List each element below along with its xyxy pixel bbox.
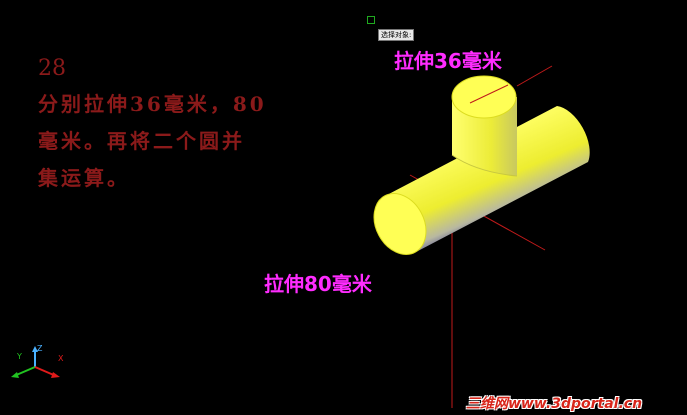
instruction-line-2: 毫米。再将二个圆并: [38, 129, 245, 153]
label-extrude-80mm: 拉伸80毫米: [264, 272, 372, 296]
ucs-z-label: Z: [37, 344, 43, 353]
ucs-y-label: Y: [16, 352, 22, 361]
vertical-cylinder-top-cap[interactable]: [451, 75, 517, 119]
y-axis-line-extension: [516, 65, 553, 87]
intersection-edge: [451, 154, 518, 177]
step-number: 28: [38, 56, 66, 81]
instruction-line-1: 分别拉伸36毫米，80: [38, 92, 267, 116]
pickbox-cursor-icon: [367, 16, 375, 24]
site-watermark: 三维网www.3dportal.cn: [466, 396, 643, 412]
command-prompt-tooltip: 选择对象:: [378, 29, 415, 41]
ucs-icon: Z Y X: [11, 344, 64, 378]
label-extrude-36mm: 拉伸36毫米: [394, 49, 502, 73]
instruction-line-3: 集运算。: [38, 166, 130, 190]
vertical-cylinder-body[interactable]: [452, 97, 517, 176]
horizontal-cylinder-body[interactable]: [385, 106, 590, 252]
horizontal-cylinder-end-cap[interactable]: [364, 184, 436, 263]
y-axis-line: [469, 84, 509, 104]
ucs-x-label: X: [58, 354, 64, 363]
